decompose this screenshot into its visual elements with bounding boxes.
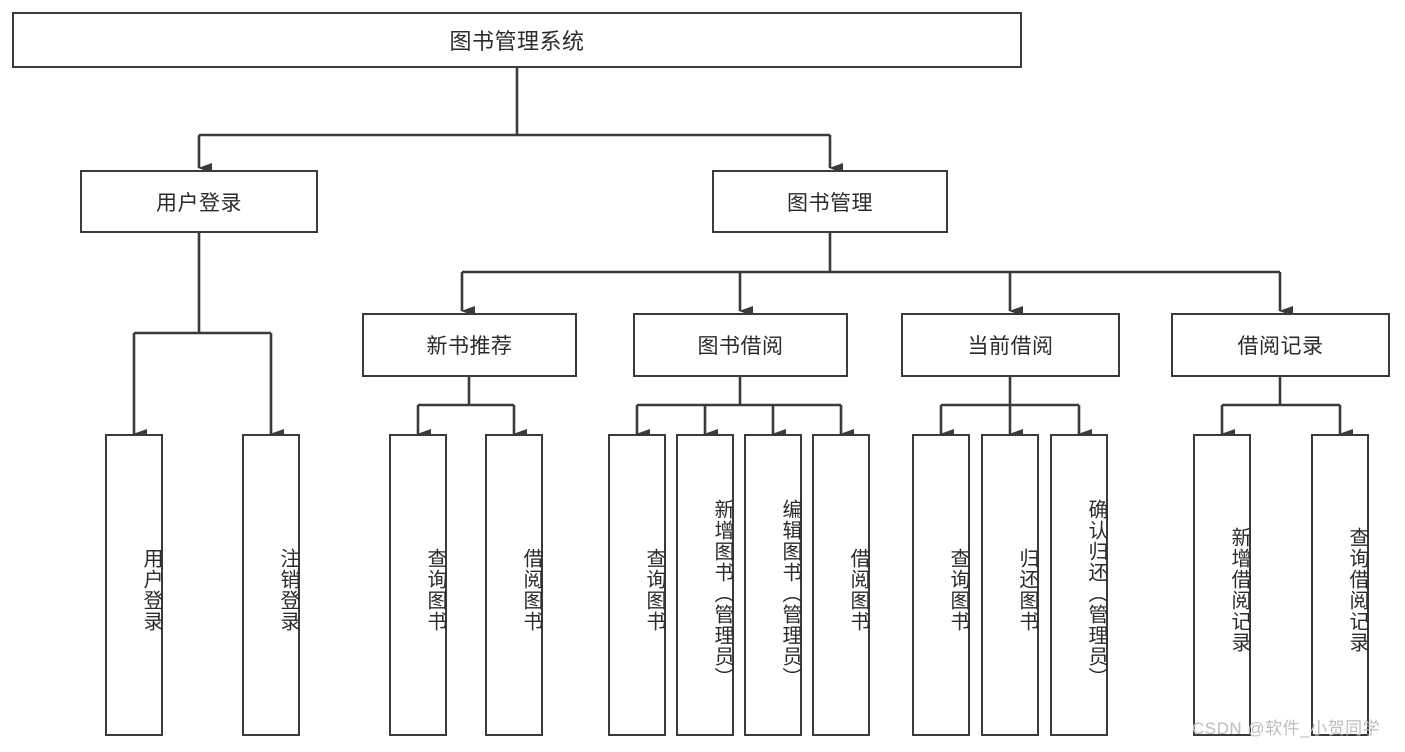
leaf-logout[interactable]: 注销登录 (242, 434, 300, 736)
node-user-login[interactable]: 用户登录 (80, 170, 318, 233)
leaf-add-borrow-record[interactable]: 新增借阅记录 (1193, 434, 1251, 736)
leaf-borrow-book[interactable]: 借阅图书 (812, 434, 870, 736)
leaf-add-book-admin[interactable]: 新增图书（管理员） (676, 434, 734, 736)
leaf-query-books-new[interactable]: 查询图书 (389, 434, 447, 736)
leaf-return-book[interactable]: 归还图书 (981, 434, 1039, 736)
node-current-borrowing[interactable]: 当前借阅 (901, 313, 1120, 377)
node-borrow-records[interactable]: 借阅记录 (1171, 313, 1390, 377)
node-book-borrowing[interactable]: 图书借阅 (633, 313, 848, 377)
leaf-query-books-borrow[interactable]: 查询图书 (608, 434, 666, 736)
leaf-borrow-books-new[interactable]: 借阅图书 (485, 434, 543, 736)
leaf-confirm-return-admin[interactable]: 确认归还（管理员） (1050, 434, 1108, 736)
leaf-user-login[interactable]: 用户登录 (105, 434, 163, 736)
csdn-watermark: CSDN @软件_小贺同学 (1192, 719, 1381, 738)
node-new-book-recommendation[interactable]: 新书推荐 (362, 313, 577, 377)
leaf-edit-book-admin[interactable]: 编辑图书（管理员） (744, 434, 802, 736)
node-root-book-management-system[interactable]: 图书管理系统 (12, 12, 1022, 68)
leaf-query-books-current[interactable]: 查询图书 (912, 434, 970, 736)
node-book-management[interactable]: 图书管理 (712, 170, 948, 233)
leaf-query-borrow-record[interactable]: 查询借阅记录 (1311, 434, 1369, 736)
